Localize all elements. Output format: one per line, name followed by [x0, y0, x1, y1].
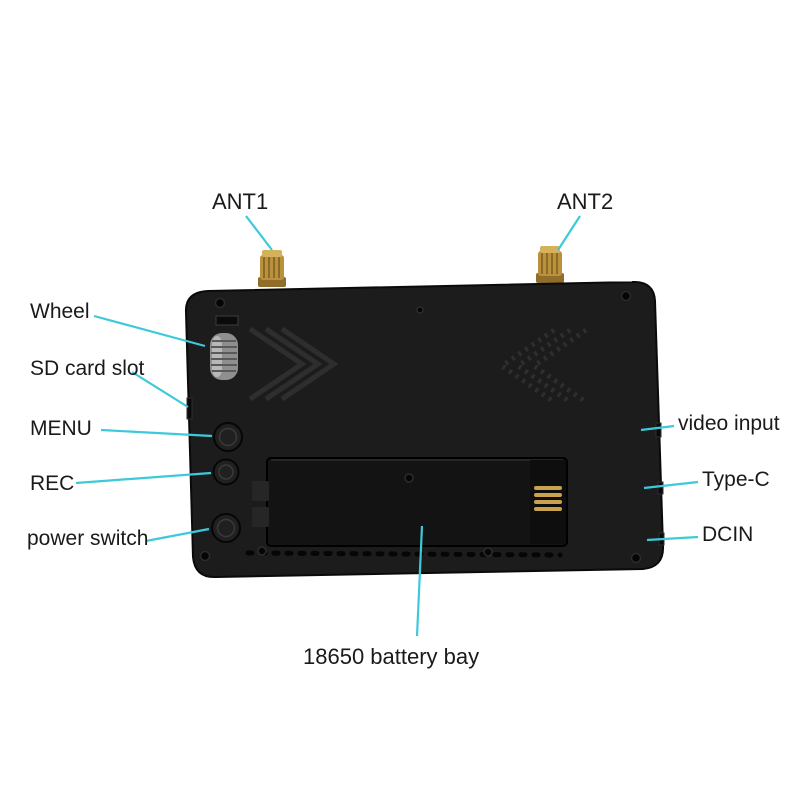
battery-bay-leader-line: [415, 525, 424, 637]
screw: [404, 473, 414, 483]
wheel-label: Wheel: [30, 300, 90, 323]
power-switch-button: [211, 513, 241, 543]
battery-bay: [252, 457, 568, 547]
screw: [620, 290, 632, 302]
bottom-vent-dots: [245, 550, 563, 558]
video-input-leader-line: [640, 424, 675, 432]
rec-leader-line: [75, 471, 212, 485]
sd-card-slot-label: SD card slot: [30, 357, 145, 380]
battery-spring-clip: [252, 481, 269, 501]
wheel-leader-line: [93, 314, 206, 348]
video-input-label: video input: [678, 412, 780, 435]
ant1-label: ANT1: [212, 189, 269, 214]
menu-button: [213, 422, 243, 452]
dcin-label: DCIN: [702, 523, 754, 546]
power-switch-leader-line: [145, 527, 210, 543]
power-switch-label: power switch: [27, 527, 149, 550]
scroll-wheel: [210, 333, 238, 380]
ant1-connector: [258, 250, 286, 287]
screw: [483, 547, 493, 557]
rec-label: REC: [30, 472, 75, 495]
ant2-label: ANT2: [557, 189, 614, 214]
screw: [416, 306, 424, 314]
video-input-port: [655, 422, 662, 438]
sd-card-slot: [186, 397, 193, 420]
ant2-leader-line: [557, 215, 581, 251]
ant2-connector: [536, 246, 564, 283]
menu-label: MENU: [30, 417, 92, 440]
type-c-label: Type-C: [702, 468, 770, 491]
vent-left: [248, 326, 339, 402]
sd-card-slot-leader-line: [131, 371, 189, 408]
battery-contacts: [534, 486, 562, 511]
battery-spring-clip: [252, 507, 269, 527]
type-c-port: [657, 481, 664, 495]
wheel-housing: [215, 315, 239, 326]
ant1-leader-line: [245, 215, 273, 251]
vent-right: [497, 327, 588, 405]
screw: [630, 552, 642, 564]
dcin-leader-line: [646, 535, 699, 542]
menu-leader-line: [100, 428, 213, 438]
type-c-leader-line: [643, 480, 699, 490]
screw: [257, 546, 267, 556]
screw: [199, 550, 211, 562]
screw: [214, 297, 226, 309]
rec-button: [212, 458, 240, 486]
battery-bay-label: 18650 battery bay: [303, 644, 480, 669]
